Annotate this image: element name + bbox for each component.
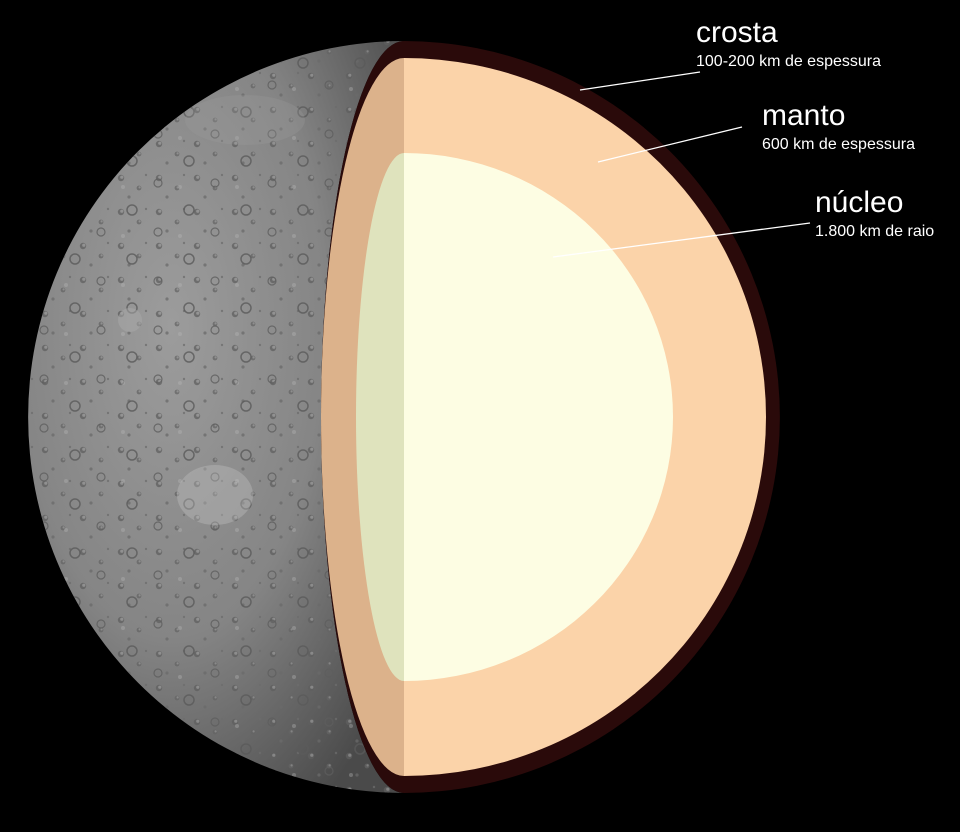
core-layer [356, 153, 673, 681]
core-subtitle: 1.800 km de raio [815, 223, 934, 240]
mantle-title: manto [762, 99, 845, 132]
crust-leader-line [579, 71, 701, 91]
crust-title: crosta [696, 16, 778, 49]
core-leader-line [552, 222, 811, 258]
mantle-subtitle: 600 km de espessura [762, 136, 915, 153]
crust-subtitle: 100-200 km de espessura [696, 53, 881, 70]
mantle-leader-line [597, 126, 743, 163]
core-title: núcleo [815, 186, 903, 219]
